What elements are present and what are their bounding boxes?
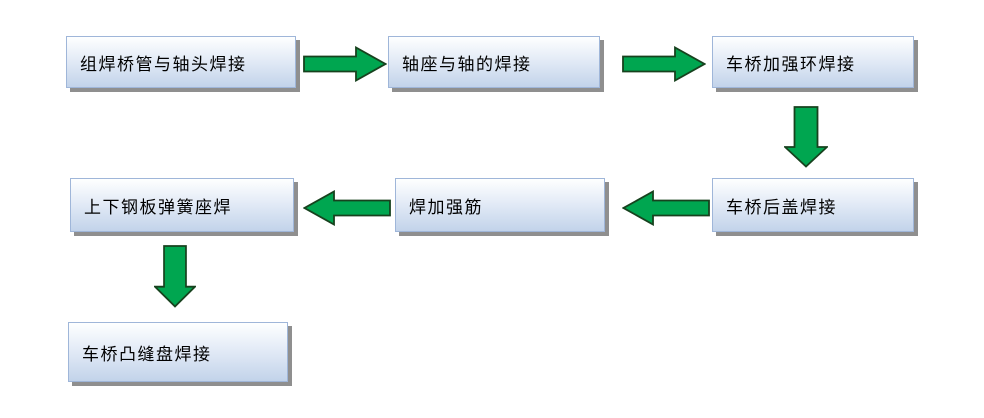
flow-node-step1-label: 组焊桥管与轴头焊接 bbox=[80, 54, 247, 75]
flow-node-step6-label: 上下钢板弹簧座焊 bbox=[84, 197, 232, 218]
arrow-right-icon bbox=[622, 46, 706, 82]
flow-node-step4: 车桥后盖焊接 bbox=[712, 178, 914, 232]
flow-node-step3-label: 车桥加强环焊接 bbox=[726, 54, 856, 75]
flow-node-step3: 车桥加强环焊接 bbox=[712, 36, 914, 88]
flow-node-step7: 车桥凸缝盘焊接 bbox=[68, 322, 288, 382]
flow-node-step5: 焊加强筋 bbox=[395, 178, 605, 232]
flow-node-step7-label: 车桥凸缝盘焊接 bbox=[82, 344, 212, 365]
arrow-left-icon bbox=[303, 190, 391, 226]
arrow-right-icon bbox=[303, 46, 387, 82]
arrow-down-icon bbox=[784, 106, 828, 168]
flow-node-step4-label: 车桥后盖焊接 bbox=[726, 197, 837, 218]
flow-node-step2: 轴座与轴的焊接 bbox=[388, 36, 600, 88]
arrow-down-icon bbox=[154, 245, 196, 308]
arrow-left-icon bbox=[622, 190, 710, 226]
flow-node-step6: 上下钢板弹簧座焊 bbox=[70, 178, 294, 232]
flow-node-step1: 组焊桥管与轴头焊接 bbox=[66, 36, 296, 88]
flow-node-step2-label: 轴座与轴的焊接 bbox=[402, 54, 532, 75]
flow-node-step5-label: 焊加强筋 bbox=[409, 197, 483, 218]
